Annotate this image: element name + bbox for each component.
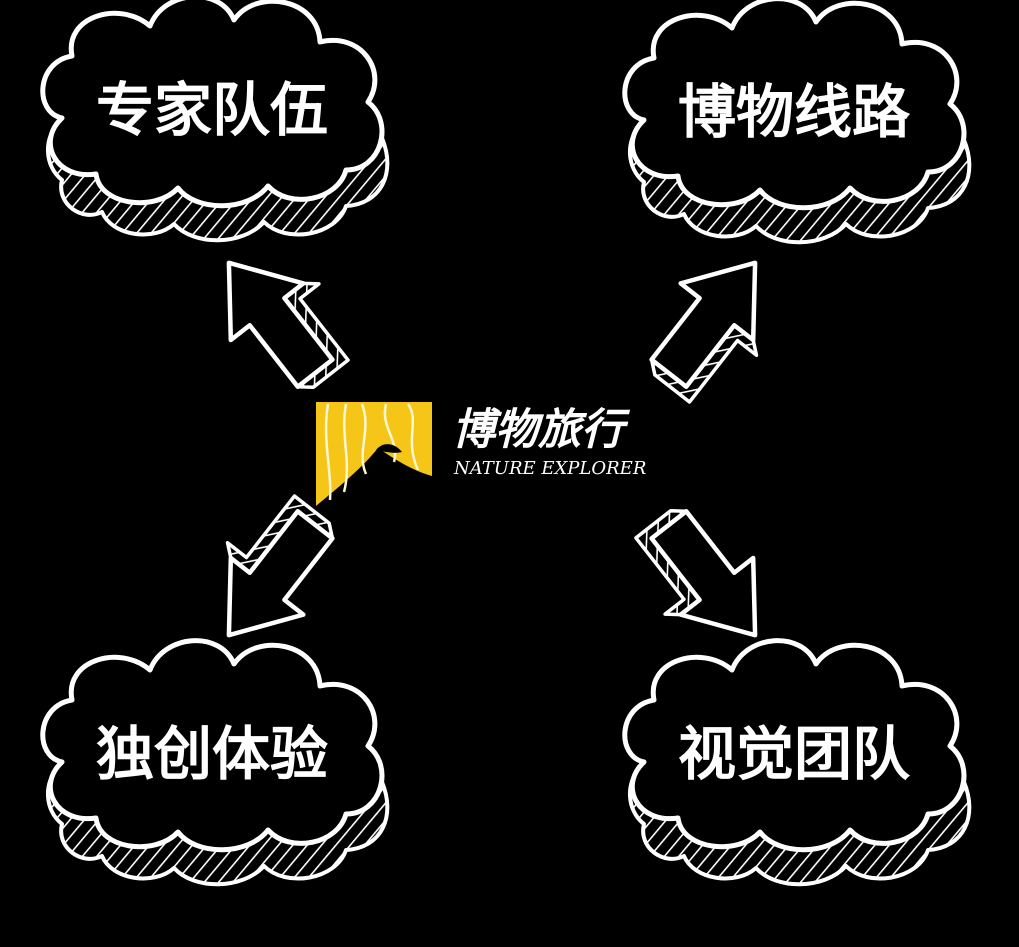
brand-name-text: 博物旅行 bbox=[452, 405, 631, 455]
cloud-top-right: 博物线路 bbox=[625, 0, 970, 242]
brand-logo: 博物旅行 NATURE EXPLORER bbox=[316, 402, 646, 506]
cloud-bottom-left: 独创体验 bbox=[43, 641, 388, 885]
logo-mark bbox=[316, 402, 432, 506]
cloud-label-bottom-left: 独创体验 bbox=[96, 720, 328, 788]
cloud-top-left: 专家队伍 bbox=[43, 0, 388, 240]
arrow-to-top-left bbox=[193, 227, 367, 409]
cloud-label-top-right: 博物线路 bbox=[678, 78, 911, 146]
brand-english-text: NATURE EXPLORER bbox=[453, 458, 646, 479]
arrow-to-bottom-left bbox=[183, 481, 357, 663]
cloud-label-top-left: 专家队伍 bbox=[96, 76, 328, 144]
cloud-label-bottom-right: 视觉团队 bbox=[678, 720, 911, 788]
arrow-to-top-right bbox=[626, 235, 800, 417]
cloud-bottom-right: 视觉团队 bbox=[625, 641, 970, 885]
